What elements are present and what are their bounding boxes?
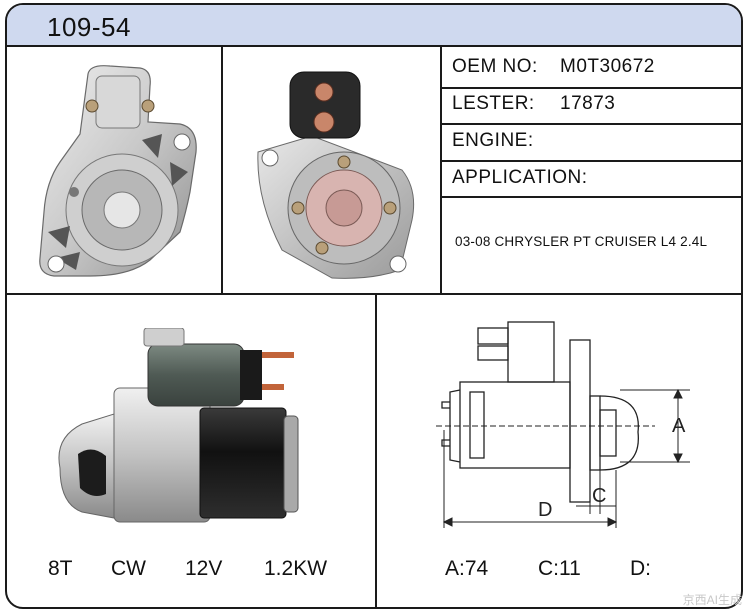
application-label: APPLICATION: bbox=[452, 167, 588, 188]
engine-label: ENGINE: bbox=[452, 130, 534, 151]
spec-row-line-2 bbox=[442, 123, 741, 125]
dimension-diagram: A C D bbox=[436, 321, 690, 528]
spec-row-line-4 bbox=[442, 196, 741, 198]
rotation: CW bbox=[111, 557, 146, 580]
oem-value: M0T30672 bbox=[560, 56, 655, 77]
dimension-c-value: C:11 bbox=[538, 557, 581, 580]
dimension-label-a: A bbox=[672, 415, 686, 437]
teeth-count: 8T bbox=[48, 557, 73, 580]
divider-bottom bbox=[375, 295, 377, 607]
lester-label: LESTER: bbox=[452, 93, 535, 114]
starter-front-view-photo bbox=[39, 65, 197, 277]
divider-horizontal bbox=[7, 293, 741, 295]
starter-side-view-photo bbox=[58, 328, 299, 523]
application-value: 03-08 CHRYSLER PT CRUISER L4 2.4L bbox=[455, 234, 708, 249]
spec-row-line-3 bbox=[442, 160, 741, 162]
watermark: 京西AI生成 bbox=[682, 593, 742, 607]
dimension-a-value: A:74 bbox=[445, 557, 489, 580]
divider-top-1 bbox=[221, 45, 223, 293]
spec-row-line-1 bbox=[442, 87, 741, 89]
power-rating: 1.2KW bbox=[264, 557, 328, 580]
lester-value: 17873 bbox=[560, 93, 616, 114]
part-number-title: 109-54 bbox=[47, 12, 131, 42]
starter-rear-view-photo bbox=[257, 71, 415, 279]
voltage: 12V bbox=[185, 557, 223, 580]
oem-label: OEM NO: bbox=[452, 56, 538, 77]
dimension-d-value: D: bbox=[630, 557, 651, 580]
dimension-label-c: C bbox=[592, 485, 606, 507]
divider-top-2 bbox=[440, 45, 442, 293]
header-bar: 109-54 bbox=[7, 5, 741, 47]
dimension-label-d: D bbox=[538, 499, 552, 521]
